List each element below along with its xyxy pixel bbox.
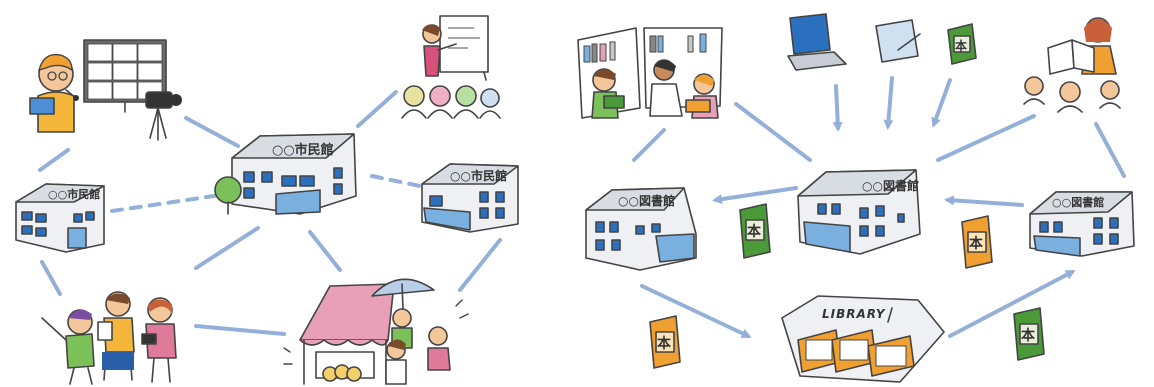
book-icon: 本: [649, 315, 681, 369]
tablet-icon: [875, 19, 921, 63]
book-icon: 本: [1013, 307, 1045, 361]
connector-line: [356, 90, 398, 128]
library-sign: LIBRARY: [822, 307, 886, 321]
connector-line: [734, 102, 812, 162]
produce-basket: [322, 364, 362, 382]
open-picture-book: [1047, 39, 1075, 75]
library-label: ○○図書館: [618, 193, 675, 208]
arrow-line: [931, 78, 952, 128]
whiteboard: [439, 15, 489, 73]
left-connector-lines: [38, 90, 502, 336]
library-building-right: ○○図書館: [1029, 191, 1135, 257]
hall-label: ○○市民館: [272, 142, 334, 158]
listening-children: [1023, 76, 1121, 113]
video-wall-tiles: [87, 43, 163, 100]
hall-label: ○○市民館: [48, 187, 100, 201]
tour-person: [41, 309, 95, 385]
connector-dashed: [370, 174, 422, 188]
book-icon: 本: [739, 203, 771, 259]
community-hall-center: ○○市民館: [214, 133, 357, 215]
standing-person: [649, 59, 683, 117]
connector-line: [194, 226, 260, 270]
book-label: 本: [1021, 327, 1036, 344]
right-connector-lines: [632, 76, 1126, 338]
shopper-person: [385, 339, 407, 385]
connector-line: [632, 128, 666, 162]
book-label: 本: [969, 235, 984, 252]
connector-line: [1094, 122, 1126, 178]
community-hall-small-left: ○○市民館: [15, 183, 105, 253]
library-storage-building: LIBRARY: [781, 295, 945, 383]
lecturer-person: [422, 24, 457, 77]
laptop-icon: [787, 13, 847, 71]
library-label: ○○図書館: [862, 178, 919, 193]
arrow-line: [712, 186, 798, 205]
child-person: [427, 326, 451, 371]
lecture-scene: [401, 15, 501, 119]
audience-heads: [401, 85, 501, 119]
library-building-center: ○○図書館: [797, 169, 921, 255]
connector-line: [458, 238, 502, 292]
video-camera-icon: [145, 91, 182, 141]
reader-person: [685, 73, 719, 119]
reader-person: [591, 68, 625, 119]
connector-line: [936, 114, 1036, 162]
arrow-line: [948, 270, 1076, 338]
walking-tour-group: [41, 291, 177, 385]
bookshelf-reading-scene: [577, 27, 723, 119]
library-building-left: ○○図書館: [585, 187, 697, 271]
tree-icon: [214, 176, 242, 215]
community-hall-small-right: ○○市民館: [421, 163, 519, 233]
tour-person: [97, 291, 135, 381]
video-conference-scene: [29, 39, 182, 141]
connector-line: [194, 324, 286, 336]
tour-person: [141, 297, 177, 383]
arrow-line: [944, 195, 1024, 207]
library-label: ○○図書館: [1052, 195, 1104, 209]
market-festival-scene: [283, 278, 469, 385]
arrow-line: [832, 84, 843, 132]
arrow-line: [640, 284, 752, 338]
storytelling-scene: [1023, 17, 1121, 113]
connector-line: [38, 148, 70, 172]
connector-line: [184, 116, 240, 148]
connector-line: [308, 230, 342, 272]
book-icon: 本: [961, 215, 993, 269]
hall-label: ○○市民館: [450, 168, 507, 183]
book-icon: 本: [947, 23, 977, 65]
connector-dashed: [110, 194, 216, 213]
arrow-line: [883, 76, 894, 130]
sparkle-marks: [283, 299, 469, 365]
presenter-person: [29, 53, 79, 133]
shelf-books: [583, 33, 707, 63]
book-label: 本: [657, 335, 672, 352]
book-crates: [797, 329, 915, 377]
book-label: 本: [747, 223, 762, 240]
book-label: 本: [955, 38, 967, 53]
connector-line: [40, 260, 62, 296]
